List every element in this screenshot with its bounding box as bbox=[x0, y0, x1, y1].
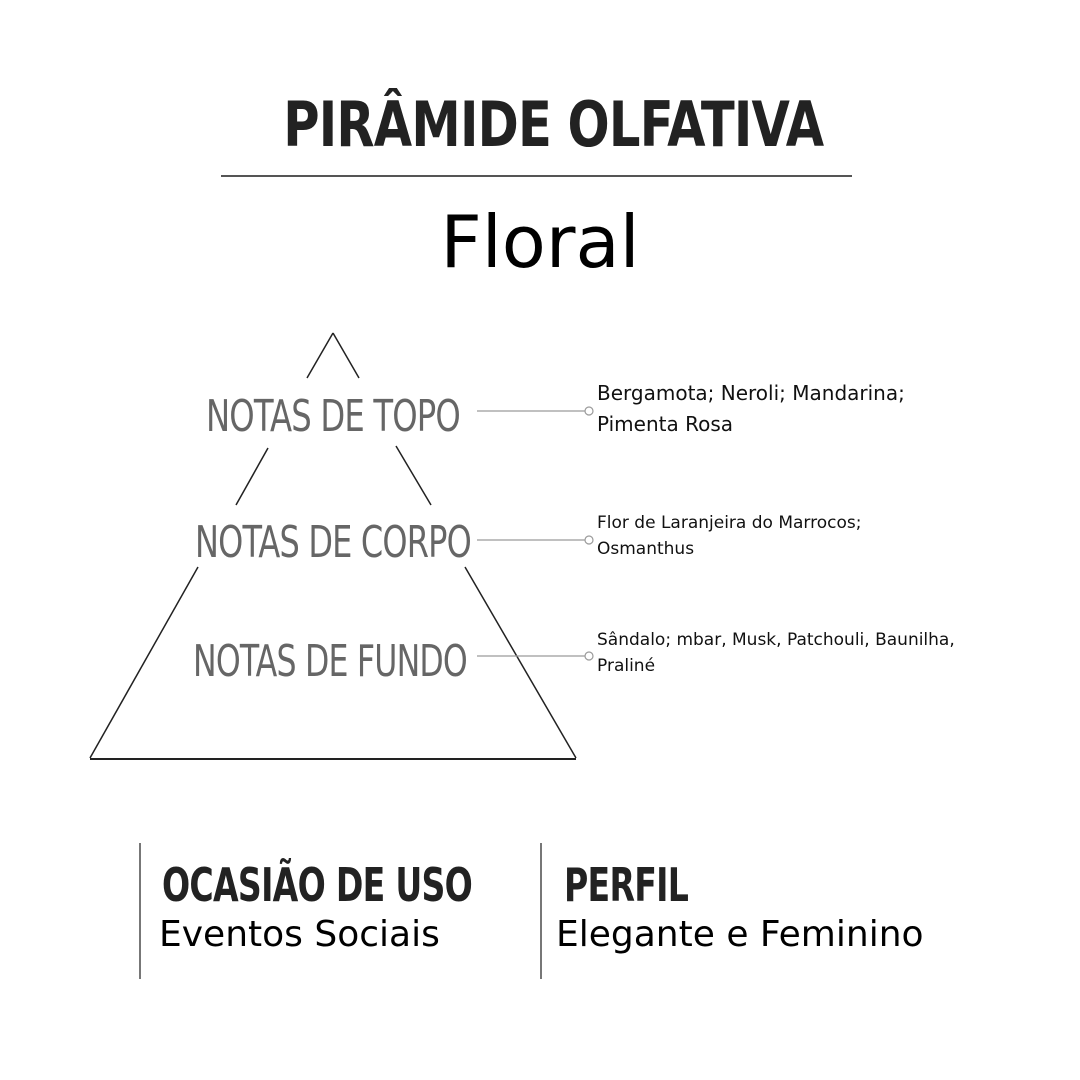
fragrance-family: Floral bbox=[440, 200, 640, 284]
connector-dot-body bbox=[584, 535, 594, 545]
pyramid-edge bbox=[464, 566, 577, 759]
occasion-value: Eventos Sociais bbox=[159, 914, 440, 955]
tier-label-top: NOTAS DE TOPO bbox=[206, 391, 460, 442]
base-notes-text: Sândalo; mbar, Musk, Patchouli, Baunilha… bbox=[597, 630, 955, 676]
page-title: PIRÂMIDE OLFATIVA bbox=[283, 88, 824, 161]
pyramid-edge bbox=[395, 445, 432, 506]
tier-label-base: NOTAS DE FUNDO bbox=[193, 636, 467, 687]
title-divider bbox=[221, 175, 852, 177]
pyramid-edge bbox=[89, 566, 199, 759]
connector-dot-base bbox=[584, 651, 594, 661]
profile-heading: PERFIL bbox=[564, 858, 689, 912]
occasion-divider bbox=[139, 843, 141, 979]
connector-dot-top bbox=[584, 406, 594, 416]
pyramid-edge bbox=[235, 447, 269, 506]
pyramid-edge bbox=[306, 332, 334, 379]
profile-divider bbox=[540, 843, 542, 979]
body-notes-text: Flor de Laranjeira do Marrocos; Osmanthu… bbox=[597, 513, 862, 559]
profile-value: Elegante e Feminino bbox=[556, 914, 924, 955]
top-notes-text: Bergamota; Neroli; Mandarina; Pimenta Ro… bbox=[597, 381, 905, 436]
pyramid-edge bbox=[332, 332, 360, 379]
occasion-heading: OCASIÃO DE USO bbox=[162, 858, 473, 912]
tier-label-body: NOTAS DE CORPO bbox=[195, 517, 471, 568]
